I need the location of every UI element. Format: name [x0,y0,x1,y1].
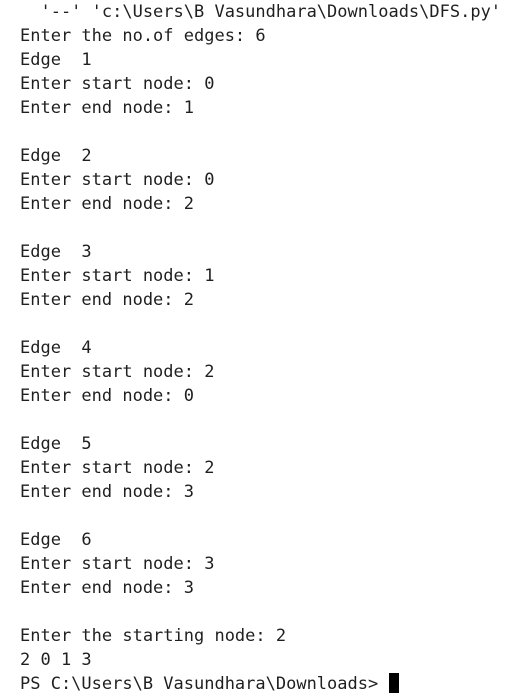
terminal-line: Edge 5 [20,434,92,454]
terminal-line: Enter end node: 2 [20,290,194,310]
terminal-line: Enter end node: 3 [20,482,194,502]
terminal-line: Edge 3 [20,242,92,262]
terminal-line: '--' 'c:\Users\B Vasundhara\Downloads\DF… [20,2,502,22]
terminal-line: Edge 1 [20,50,92,70]
terminal-line: Enter end node: 1 [20,98,194,118]
terminal-line: Enter start node: 0 [20,170,215,190]
terminal-line: Enter end node: 3 [20,578,194,598]
terminal-line: Enter end node: 0 [20,386,194,406]
terminal-line: Enter start node: 2 [20,362,215,382]
terminal-line: Enter the no.of edges: 6 [20,26,266,46]
terminal-line: Edge 4 [20,338,92,358]
terminal-line: Enter the starting node: 2 [20,626,287,646]
terminal-line: Enter end node: 2 [20,194,194,214]
terminal-prompt: PS C:\Users\B Vasundhara\Downloads> [20,674,389,694]
terminal-line: Edge 2 [20,146,92,166]
terminal-output-line: 2 0 1 3 [20,650,92,670]
text-cursor [389,673,400,693]
terminal-line: Edge 6 [20,530,92,550]
terminal-line: Enter start node: 2 [20,458,215,478]
terminal-line: Enter start node: 3 [20,554,215,574]
terminal-line: Enter start node: 0 [20,74,215,94]
terminal-prompt-line[interactable]: PS C:\Users\B Vasundhara\Downloads> [20,672,400,695]
terminal-line: Enter start node: 1 [20,266,215,286]
